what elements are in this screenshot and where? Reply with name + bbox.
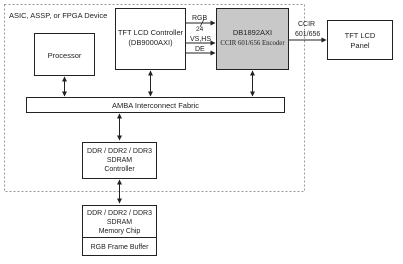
- amba-block: [26, 97, 285, 113]
- memory-chip-block: [82, 205, 157, 256]
- tft-controller-model: (DB9000AXI): [128, 38, 173, 47]
- ddr-controller-line2: SDRAM: [107, 157, 132, 164]
- tft-controller-block: [115, 8, 186, 70]
- signal-rgb-width: 24: [196, 26, 204, 33]
- device-label: ASIC, ASSP, or FPGA Device: [9, 11, 107, 20]
- signal-vs-hs: VS,HS: [190, 36, 211, 43]
- memory-chip-line2: SDRAM: [107, 219, 132, 226]
- panel-label-line1: TFT LCD: [345, 31, 376, 40]
- signal-ccir-line1: CCIR: [298, 21, 315, 28]
- processor-block: [34, 33, 95, 76]
- ddr-controller-line1: DDR / DDR2 / DDR3: [87, 148, 152, 155]
- memory-chip-line3: Memory Chip: [99, 228, 141, 235]
- processor-label: Processor: [48, 51, 82, 60]
- signal-de: DE: [195, 46, 205, 53]
- encoder-model: DB1892AXI: [233, 28, 272, 37]
- frame-buffer-label: RGB Frame Buffer: [91, 244, 150, 251]
- encoder-label: CCIR 601/656 Encoder: [220, 40, 285, 47]
- panel-label-line2: Panel: [350, 41, 370, 50]
- rgb-bus-slash: [199, 18, 205, 28]
- ddr-controller-line3: Controller: [104, 166, 135, 173]
- signal-rgb: RGB: [192, 15, 208, 22]
- panel-block: [327, 20, 393, 60]
- tft-controller-label: TFT LCD Controller: [118, 28, 184, 37]
- ddr-controller-block: [82, 142, 157, 179]
- amba-label: AMBA Interconnect Fabric: [112, 101, 199, 110]
- encoder-block: [216, 8, 289, 70]
- signal-ccir-line2: 601/656: [295, 31, 320, 38]
- device-boundary: [4, 4, 305, 192]
- memory-chip-line1: DDR / DDR2 / DDR3: [87, 210, 152, 217]
